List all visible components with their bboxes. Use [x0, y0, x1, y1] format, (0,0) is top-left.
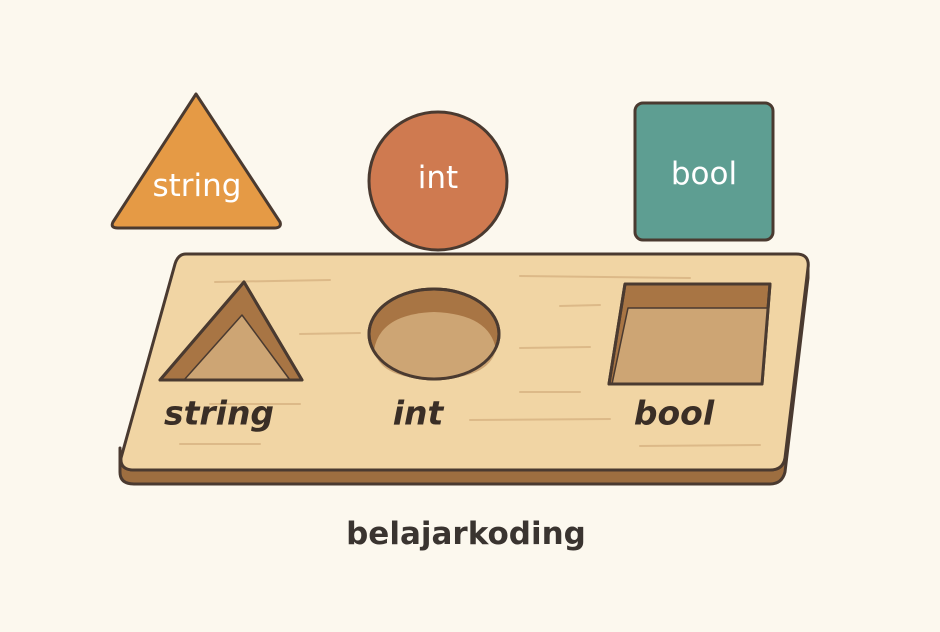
circle-slot	[367, 287, 501, 381]
circle-slot-outline	[367, 287, 501, 381]
square-piece-shape	[633, 101, 775, 242]
square-piece: bool	[633, 101, 775, 242]
circle-piece-label: int	[418, 160, 458, 196]
wood-grain	[179, 275, 761, 447]
triangle-piece-label: string	[153, 168, 242, 204]
slot-label-int: int	[393, 394, 445, 433]
triangle-slot	[158, 280, 304, 382]
triangle-piece: string	[110, 92, 282, 230]
square-piece-label: bool	[671, 156, 737, 192]
slot-label-string: string	[164, 394, 274, 433]
square-slot-outline	[607, 282, 772, 386]
circle-piece-shape	[367, 110, 509, 252]
triangle-slot-outline	[158, 280, 304, 382]
circle-piece: int	[367, 110, 509, 252]
triangle-piece-shape	[110, 92, 282, 230]
slot-label-bool: bool	[634, 394, 715, 433]
square-slot	[607, 282, 772, 386]
brand-text: belajarkoding	[346, 516, 586, 552]
square-slot-floor	[611, 307, 769, 385]
circle-slot-floor	[374, 312, 496, 379]
wooden-board: string int bool	[118, 252, 810, 486]
